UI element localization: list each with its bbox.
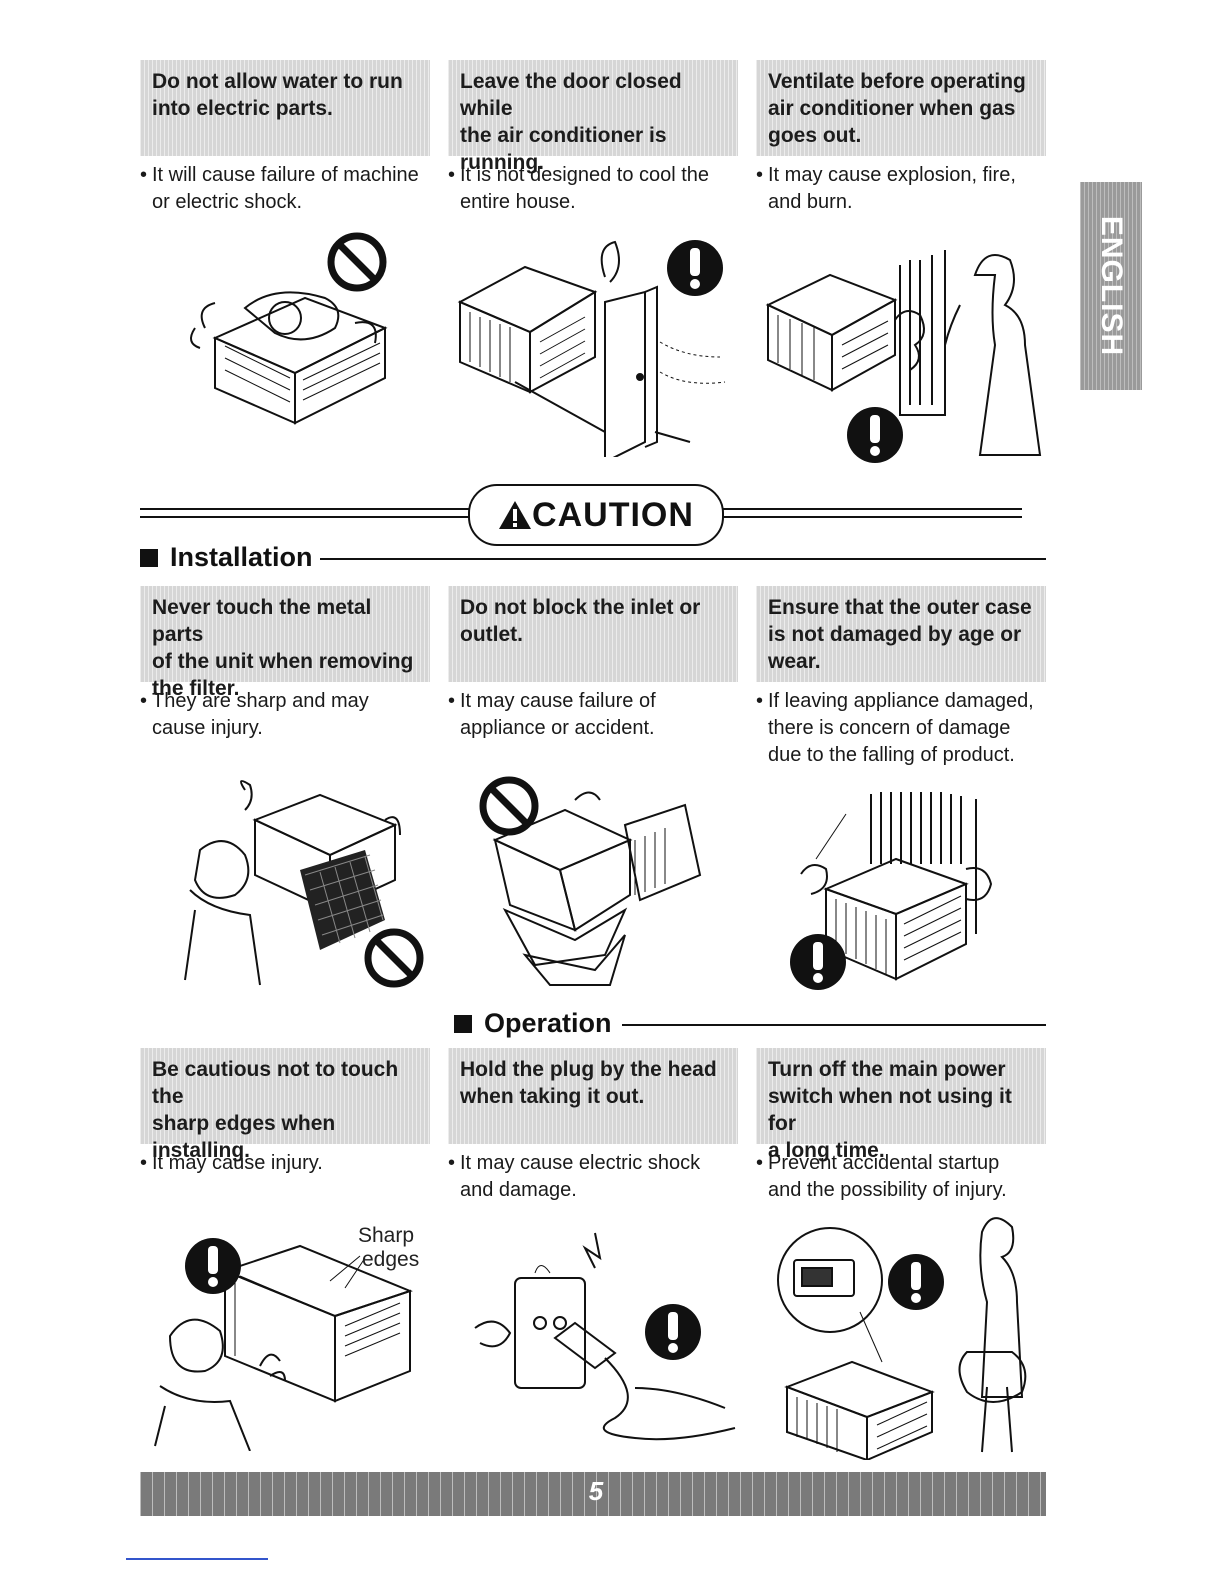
note-line: It is not designed to cool the: [460, 164, 710, 186]
heading-line: wear.: [768, 650, 821, 673]
language-tab: ENGLISH: [1080, 182, 1142, 390]
warning-heading-gas: Ventilate before operating air condition…: [756, 60, 1046, 156]
note-main-power: •Prevent accidental startup and the poss…: [756, 1150, 1056, 1204]
caution-heading-plug: Hold the plug by the head when taking it…: [448, 1048, 738, 1144]
heading-line: switch when not using it for: [768, 1085, 1012, 1135]
heading-line: Do not block the inlet or: [460, 596, 701, 619]
heading-line: Leave the door closed while: [460, 70, 682, 120]
section-rule: [622, 1024, 1046, 1026]
caution-heading-sharp-edges: Be cautious not to touch the sharp edges…: [140, 1048, 430, 1162]
note-door: •It is not designed to cool the entire h…: [448, 162, 748, 216]
section-rule: [320, 558, 1046, 560]
illustration-sharp-edges: [154, 1238, 413, 1451]
caution-heading-main-power: Turn off the main power switch when not …: [756, 1048, 1046, 1162]
note-gas: •It may cause explosion, fire, and burn.: [756, 162, 1056, 216]
section-title-operation: Operation: [454, 1008, 612, 1039]
note-line: and burn.: [768, 191, 853, 213]
label-line: Sharp: [358, 1224, 415, 1247]
caution-divider-right: [720, 508, 1022, 518]
note-line: It may cause failure of: [460, 690, 656, 712]
section-title-installation: Installation: [140, 542, 313, 573]
caution-heading-inlet-outlet: Do not block the inlet or outlet.: [448, 586, 738, 682]
heading-line: the filter.: [152, 677, 240, 700]
prohibition-icon: [364, 928, 424, 988]
exclamation-icon: [645, 1304, 701, 1360]
heading-line: air conditioner when gas: [768, 97, 1016, 120]
heading-line: when taking it out.: [460, 1085, 645, 1108]
label-line: edges: [362, 1248, 420, 1271]
heading-line: into electric parts.: [152, 97, 333, 120]
section-bullet: [140, 548, 158, 567]
note-line: and damage.: [460, 1179, 577, 1201]
warning-heading-door: Leave the door closed while the air cond…: [448, 60, 738, 174]
illustration-door-closed: [457, 240, 726, 457]
note-inlet-outlet: •It may cause failure of appliance or ac…: [448, 688, 748, 742]
heading-line: Be cautious not to touch the: [152, 1058, 399, 1108]
caution-divider-left: [140, 508, 470, 518]
note-line: or electric shock.: [152, 191, 303, 213]
note-outer-case: •If leaving appliance damaged, there is …: [756, 688, 1056, 769]
heading-line: Never touch the metal parts: [152, 596, 372, 646]
caution-banner: CAUTION: [468, 484, 724, 546]
heading-line: Do not allow water to run: [152, 70, 403, 93]
note-line: It may cause explosion, fire,: [768, 164, 1016, 186]
exclamation-icon: [790, 934, 846, 990]
note-line: It may cause injury.: [152, 1152, 323, 1174]
section-title-text: Installation: [170, 542, 313, 572]
note-line: It will cause failure of machine: [152, 164, 419, 186]
heading-line: the air conditioner is: [460, 124, 667, 147]
note-water: •It will cause failure of machine or ele…: [140, 162, 440, 216]
exclamation-icon: [847, 407, 903, 463]
section-bullet: [454, 1014, 472, 1033]
heading-line: Ensure that the outer case: [768, 596, 1032, 619]
note-line: entire house.: [460, 191, 576, 213]
note-line: Prevent accidental startup: [768, 1152, 1000, 1174]
note-line: and the possibility of injury.: [768, 1179, 1007, 1201]
heading-line: of the unit when removing: [152, 650, 414, 673]
exclamation-icon: [667, 240, 723, 296]
illustration-remove-filter: [184, 780, 424, 988]
note-line: cause injury.: [152, 717, 263, 739]
note-line: If leaving appliance damaged,: [768, 690, 1034, 712]
illustration-damaged-case: [790, 792, 993, 990]
caution-heading-metal-parts: Never touch the metal parts of the unit …: [140, 586, 430, 700]
heading-line: running.: [460, 151, 544, 174]
exclamation-icon: [185, 1238, 241, 1294]
illustration-blocked-inlet: [479, 776, 702, 986]
heading-line: Turn off the main power: [768, 1058, 1006, 1081]
warning-heading-water: Do not allow water to run into electric …: [140, 60, 430, 156]
warning-triangle-icon: [499, 501, 532, 529]
note-line: appliance or accident.: [460, 717, 655, 739]
heading-line: is not damaged by age or: [768, 623, 1022, 646]
section-title-text: Operation: [484, 1008, 612, 1038]
heading-line: Hold the plug by the head: [460, 1058, 717, 1081]
caution-heading-outer-case: Ensure that the outer case is not damage…: [756, 586, 1046, 682]
heading-line: installing.: [152, 1139, 251, 1162]
note-line: It may cause electric shock: [460, 1152, 701, 1174]
note-sharp-edges: •It may cause injury.: [140, 1152, 323, 1174]
note-metal-parts: •They are sharp and may cause injury.: [140, 688, 440, 742]
sharp-edges-label: Sharp edges: [358, 1224, 419, 1272]
illustration-ventilate-gas: [765, 250, 1042, 463]
illustration-pull-plug: [474, 1232, 736, 1441]
prohibition-icon: [479, 776, 539, 836]
caution-label: CAUTION: [532, 495, 694, 534]
heading-line: sharp edges when: [152, 1112, 336, 1135]
note-line: due to the falling of product.: [768, 744, 1015, 766]
heading-line: outlet.: [460, 623, 523, 646]
language-tab-label: ENGLISH: [1095, 215, 1129, 357]
heading-line: goes out.: [768, 124, 862, 147]
note-line: there is concern of damage: [768, 717, 1011, 739]
prohibition-icon: [327, 232, 387, 292]
exclamation-icon: [888, 1254, 944, 1310]
illustration-main-power-switch: [777, 1217, 1027, 1460]
illustration-water-on-unit: [190, 232, 388, 425]
page-number: 5: [588, 1476, 604, 1506]
heading-line: Ventilate before operating: [768, 70, 1026, 93]
footer-rule: [126, 1558, 268, 1560]
heading-line: a long time.: [768, 1139, 885, 1162]
footer-bar: [140, 1472, 1046, 1516]
note-plug: •It may cause electric shock and damage.: [448, 1150, 748, 1204]
note-line: They are sharp and may: [152, 690, 369, 712]
